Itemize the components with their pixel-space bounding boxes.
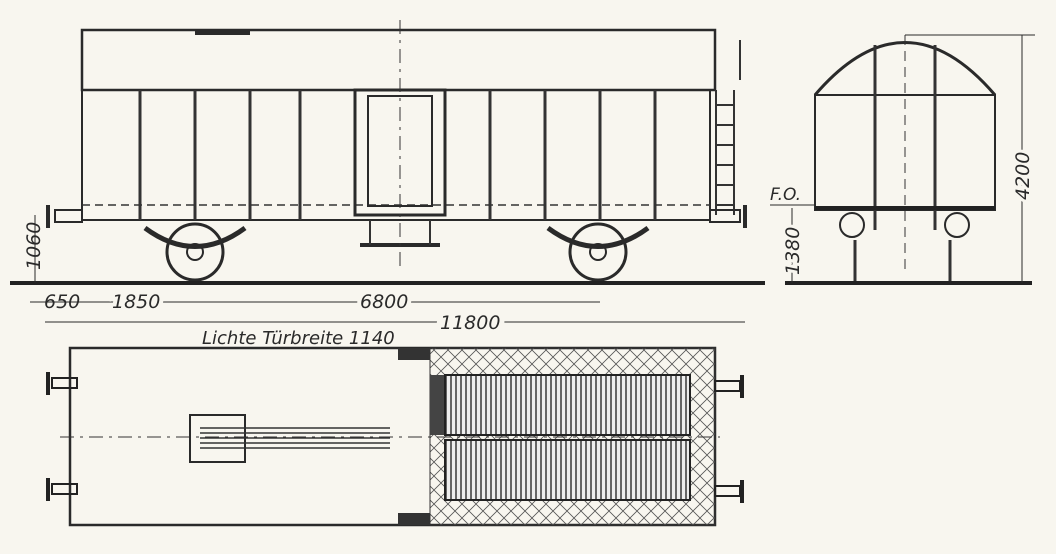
roof bbox=[80, 28, 717, 92]
dim-length-over-buffers: 11800 bbox=[440, 312, 500, 334]
couplers bbox=[46, 372, 744, 503]
label-floor-top: F.O. bbox=[770, 185, 801, 205]
body-posts bbox=[138, 90, 657, 220]
side-view: 1060 650 1850 6800 11800 bbox=[10, 20, 765, 339]
bogie-right bbox=[546, 222, 650, 282]
ladder bbox=[715, 40, 741, 215]
buffers bbox=[46, 205, 747, 228]
floor-grating-bottom bbox=[444, 439, 691, 501]
dim-total-height: 4200 bbox=[1012, 152, 1034, 200]
bogie-left bbox=[143, 222, 247, 282]
end-view: F.O. 1380 4200 bbox=[770, 34, 1037, 285]
floor-grating-top bbox=[444, 374, 691, 436]
dim-bogie-offset: 1850 bbox=[112, 291, 160, 313]
dim-bogie-spacing: 6800 bbox=[360, 291, 408, 313]
plan-view: Lichte Türbreite 1140 bbox=[46, 328, 744, 527]
dim-buffer-height: 1060 bbox=[23, 222, 45, 270]
dim-floor-height: 1380 bbox=[782, 227, 804, 275]
label-door-width: Lichte Türbreite 1140 bbox=[202, 328, 395, 349]
car-body bbox=[81, 89, 711, 221]
dim-overhang: 650 bbox=[44, 291, 80, 313]
